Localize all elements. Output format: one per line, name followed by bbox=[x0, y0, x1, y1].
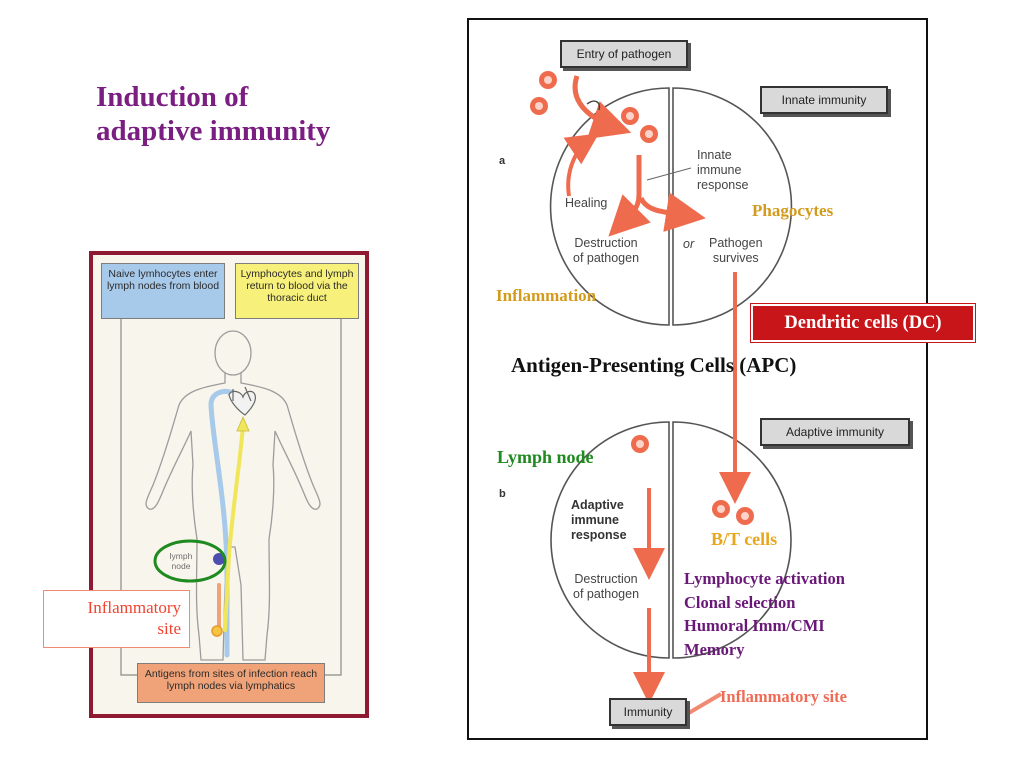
survives-arrow bbox=[638, 192, 706, 232]
list-item: Lymphocyte activation bbox=[684, 569, 845, 588]
inflammation-label: Inflammation bbox=[496, 286, 597, 305]
entry-of-pathogen-box: Entry of pathogen bbox=[560, 40, 688, 68]
lymph-node-dot bbox=[213, 553, 225, 565]
adaptive-response-text: Adaptive immune response bbox=[571, 498, 627, 542]
panel-a-label: a bbox=[499, 155, 506, 167]
inflammatory-site-callout: Inflammatory site bbox=[43, 590, 190, 648]
phagocytes-label: Phagocytes bbox=[752, 201, 834, 220]
list-item: Memory bbox=[684, 639, 745, 659]
panel-b-label: b bbox=[499, 488, 506, 500]
or-text: or bbox=[683, 237, 695, 251]
lymph-return-box: Lymphocytes and lymph return to blood vi… bbox=[235, 263, 359, 319]
list-item: Clonal selection bbox=[684, 592, 796, 612]
adaptive-immunity-box: Adaptive immunity bbox=[760, 418, 910, 446]
destruction-a-text: Destruction of pathogen bbox=[573, 236, 640, 265]
slide-title: Induction of adaptive immunity bbox=[96, 80, 426, 148]
inflammatory-line-2: site bbox=[157, 619, 181, 638]
entry-arrow bbox=[572, 75, 632, 140]
inflammatory-site-dot bbox=[211, 625, 223, 637]
lymph-node-highlight-circle bbox=[153, 539, 227, 583]
antigens-box: Antigens from sites of infection reach l… bbox=[137, 663, 325, 703]
lymph-node-label: lymph node bbox=[169, 551, 193, 571]
bt-cells-label: B/T cells bbox=[711, 529, 778, 549]
destruction-arrow bbox=[608, 155, 651, 237]
lymph-node-label: Lymph node bbox=[497, 447, 594, 467]
heart-icon bbox=[228, 386, 256, 416]
destruction-b-text: Destruction of pathogen bbox=[573, 572, 640, 601]
innate-immunity-box: Innate immunity bbox=[760, 86, 888, 114]
human-body-outline bbox=[145, 330, 321, 661]
pathogen-survives-text: Pathogen survives bbox=[709, 236, 763, 265]
inflammatory-site-pointer bbox=[685, 692, 723, 716]
title-line-1: Induction of bbox=[96, 81, 249, 113]
pathogen-icons bbox=[530, 71, 754, 525]
healing-text: Healing bbox=[565, 196, 608, 210]
inflammatory-site-label: Inflammatory site bbox=[720, 687, 847, 706]
dendritic-cells-box: Dendritic cells (DC) bbox=[750, 303, 976, 343]
title-line-2: adaptive immunity bbox=[96, 115, 331, 147]
panel-b-circle bbox=[550, 421, 792, 659]
list-item: Humoral Imm/CMI bbox=[684, 616, 825, 635]
immunity-flow-figure: Entry of pathogen Innate immunity Adapti… bbox=[467, 18, 928, 740]
naive-lymphocytes-box: Naive lymhocytes enter lymph nodes from … bbox=[101, 263, 225, 319]
body-outline-diagram bbox=[120, 319, 342, 676]
lymphocyte-functions-list: Lymphocyte activation Clonal selection H… bbox=[684, 567, 845, 661]
immunity-box: Immunity bbox=[609, 698, 687, 726]
apc-label: Antigen-Presenting Cells (APC) bbox=[511, 353, 797, 377]
immunity-flow-diagram bbox=[530, 71, 793, 716]
healing-arrow bbox=[563, 133, 599, 197]
inflammatory-line-1: Inflammatory bbox=[87, 598, 181, 617]
innate-response-text: Innate immune response bbox=[697, 148, 749, 192]
